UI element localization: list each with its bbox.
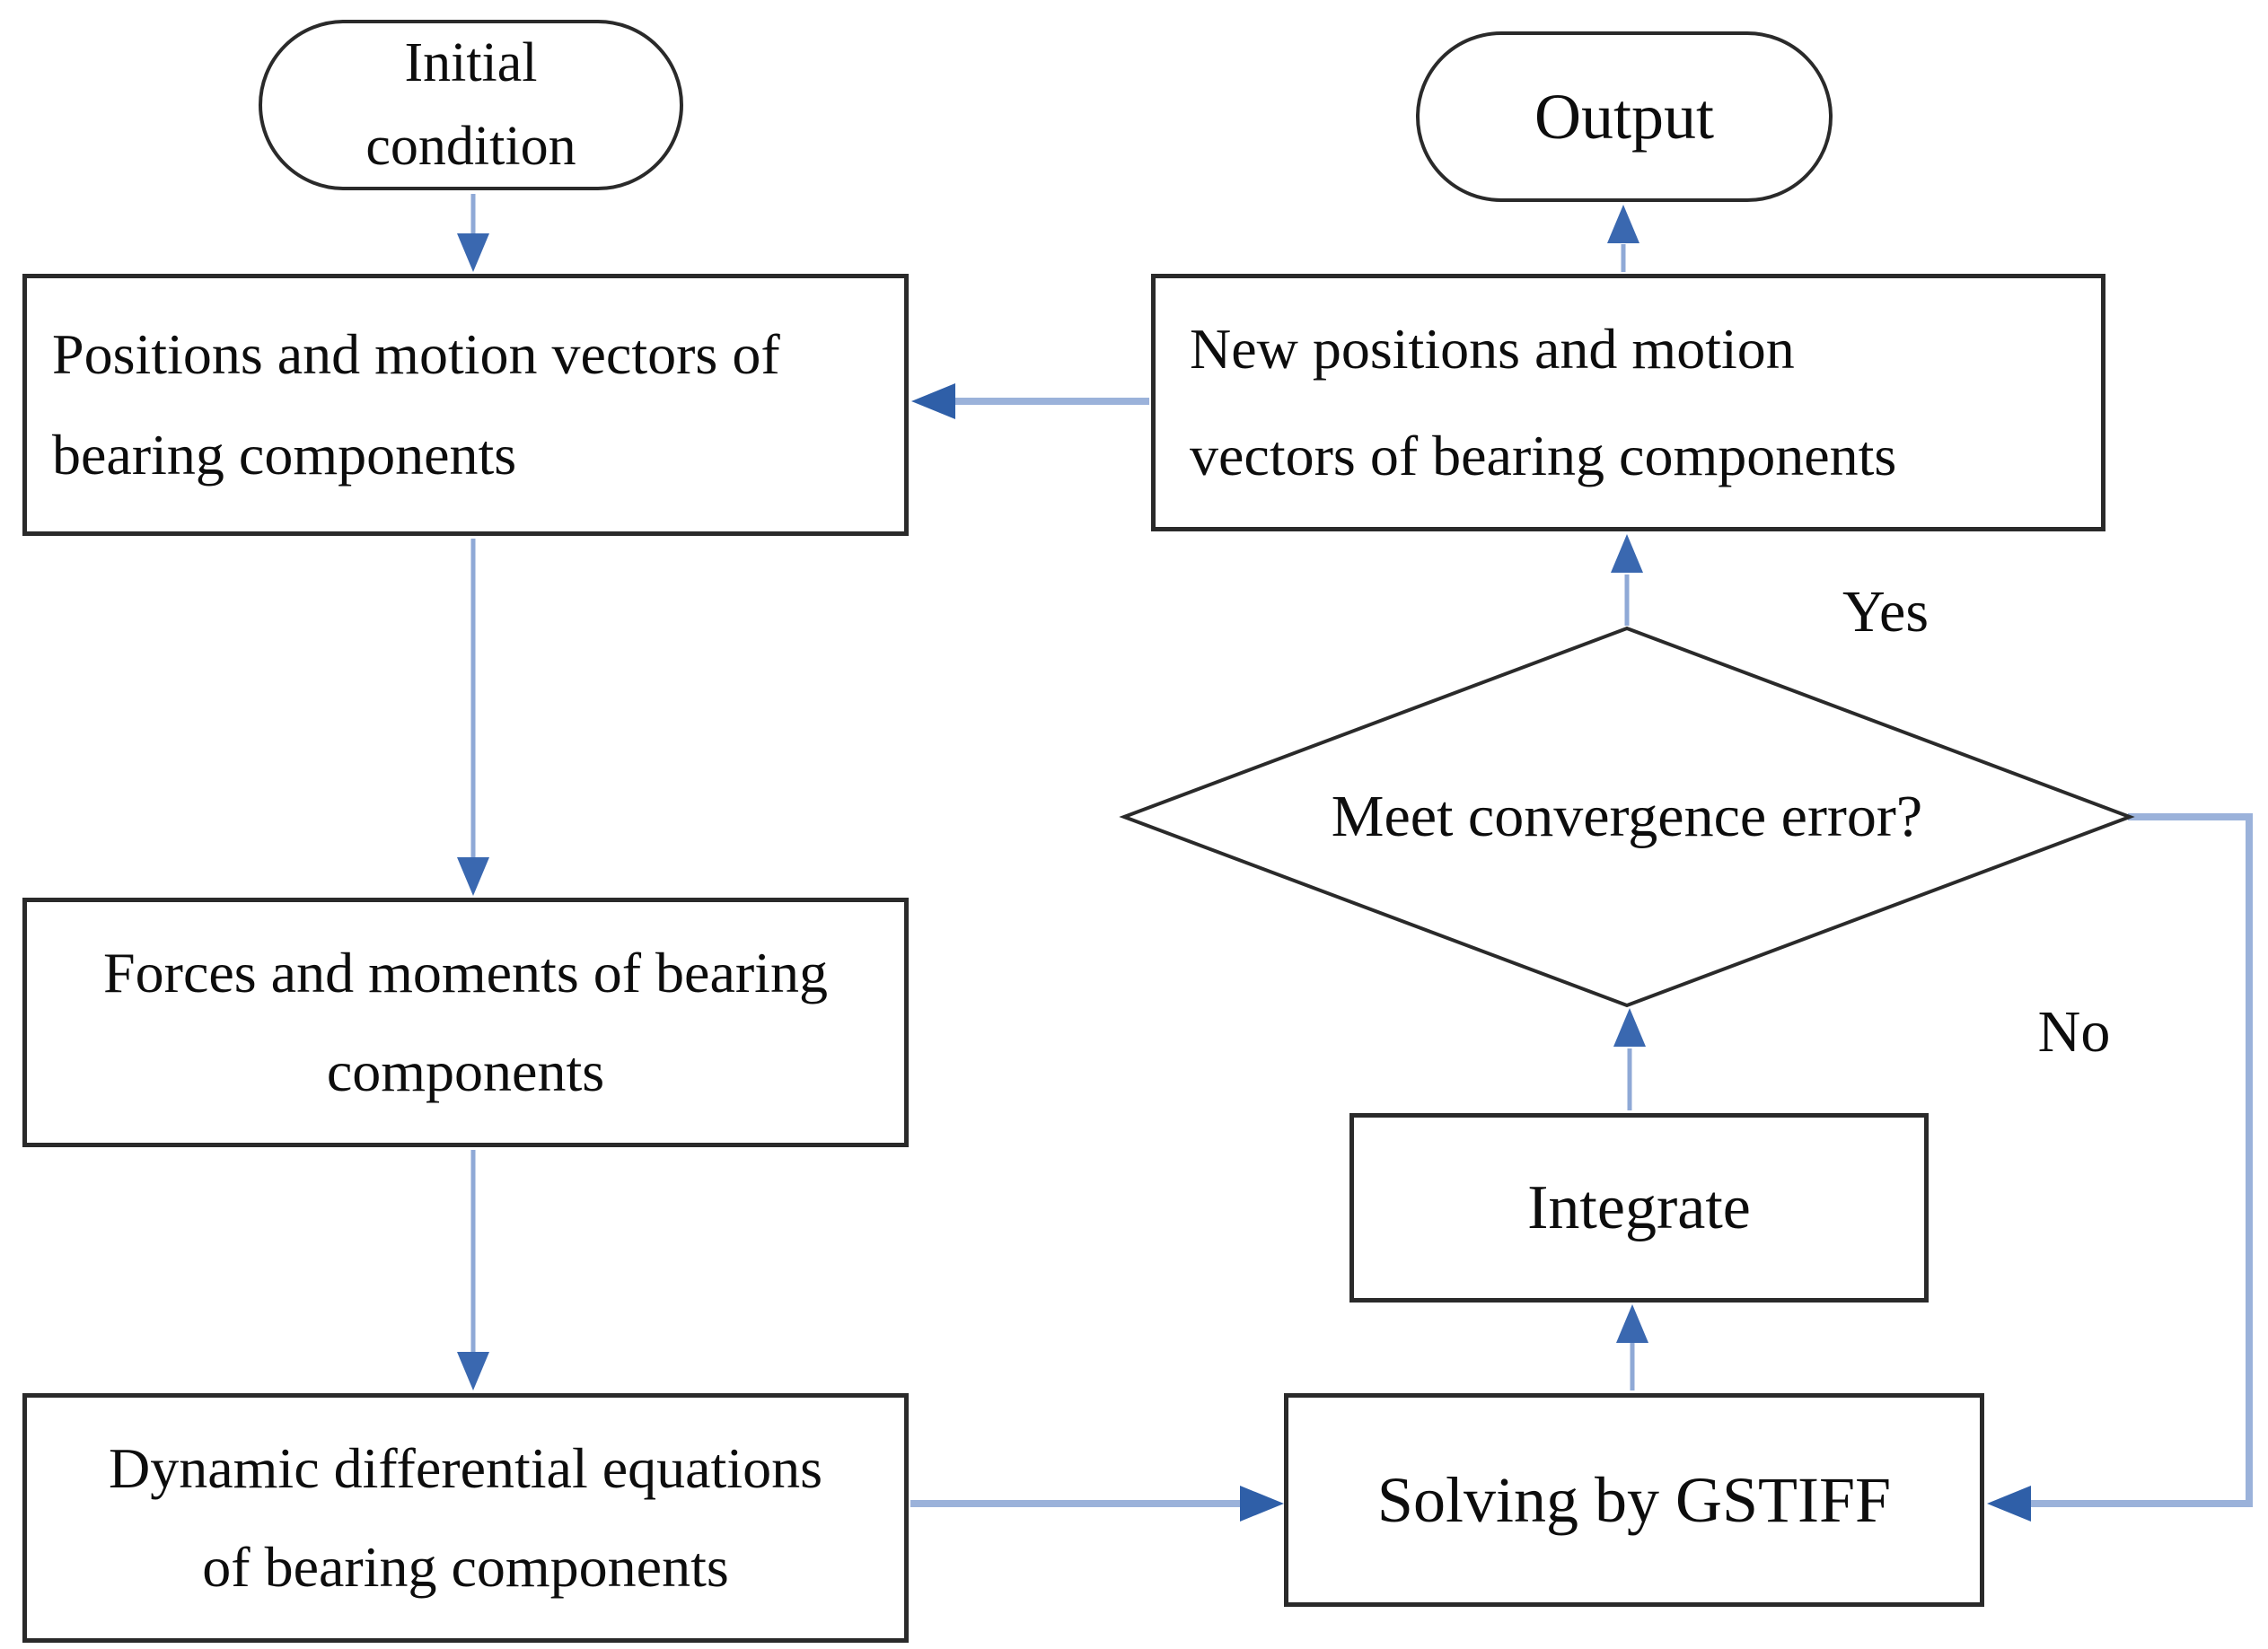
edge-decision-to-new-arrowhead	[1611, 534, 1643, 573]
node-new-positions-line1: New positions and motion	[1190, 317, 1795, 382]
node-solving-gstiff-label: Solving by GSTIFF	[1376, 1463, 1892, 1536]
edge-solving-to-integrate-arrowhead	[1616, 1304, 1648, 1343]
node-forces-moments: Forces and moments of bearing components	[22, 898, 909, 1147]
node-dynamic-equations: Dynamic differential equations of bearin…	[22, 1393, 909, 1643]
node-decision-convergence: Meet convergence error?	[1160, 759, 2094, 875]
edge-label-no: No	[1984, 995, 2164, 1070]
node-solving-gstiff: Solving by GSTIFF	[1284, 1393, 1984, 1607]
node-initial-condition-line2: condition	[365, 116, 576, 177]
edge-new-to-output-arrowhead	[1607, 205, 1639, 243]
edge-label-no-text: No	[2037, 999, 2111, 1065]
node-forces-moments-line1: Forces and moments of bearing	[103, 940, 828, 1004]
node-dynamic-equations-line1: Dynamic differential equations	[109, 1435, 822, 1500]
node-dynamic-equations-line2: of bearing components	[202, 1535, 729, 1599]
node-initial-condition-line1: Initial	[404, 32, 538, 93]
node-forces-moments-line2: components	[326, 1039, 605, 1103]
edge-label-yes-text: Yes	[1842, 579, 1930, 645]
edge-initial-to-positions-arrowhead	[457, 233, 489, 272]
node-positions-vectors: Positions and motion vectors of bearing …	[22, 274, 909, 536]
node-integrate-label: Integrate	[1527, 1172, 1751, 1242]
edge-no-arrowhead	[1987, 1486, 2031, 1522]
decision-diamond	[1119, 626, 2135, 1008]
edge-new-to-positions-arrowhead	[911, 383, 955, 419]
node-positions-vectors-line2: bearing components	[52, 423, 517, 487]
node-initial-condition: Initial condition	[259, 20, 683, 190]
edge-no-path	[2031, 813, 2253, 1507]
edge-integrate-to-decision-arrowhead	[1613, 1008, 1646, 1047]
edge-forces-to-dynamic-arrowhead	[457, 1352, 489, 1390]
node-output: Output	[1416, 31, 1833, 202]
node-integrate: Integrate	[1349, 1113, 1929, 1303]
node-new-positions-line2: vectors of bearing components	[1190, 423, 1897, 487]
node-new-positions: New positions and motion vectors of bear…	[1151, 274, 2105, 531]
node-positions-vectors-line1: Positions and motion vectors of	[52, 322, 780, 386]
edge-dynamic-to-solving-arrowhead	[1240, 1486, 1284, 1522]
edge-label-yes: Yes	[1796, 575, 1975, 650]
node-decision-convergence-label: Meet convergence error?	[1331, 784, 1923, 849]
node-output-label: Output	[1534, 80, 1714, 153]
edge-positions-to-forces-arrowhead	[457, 857, 489, 896]
